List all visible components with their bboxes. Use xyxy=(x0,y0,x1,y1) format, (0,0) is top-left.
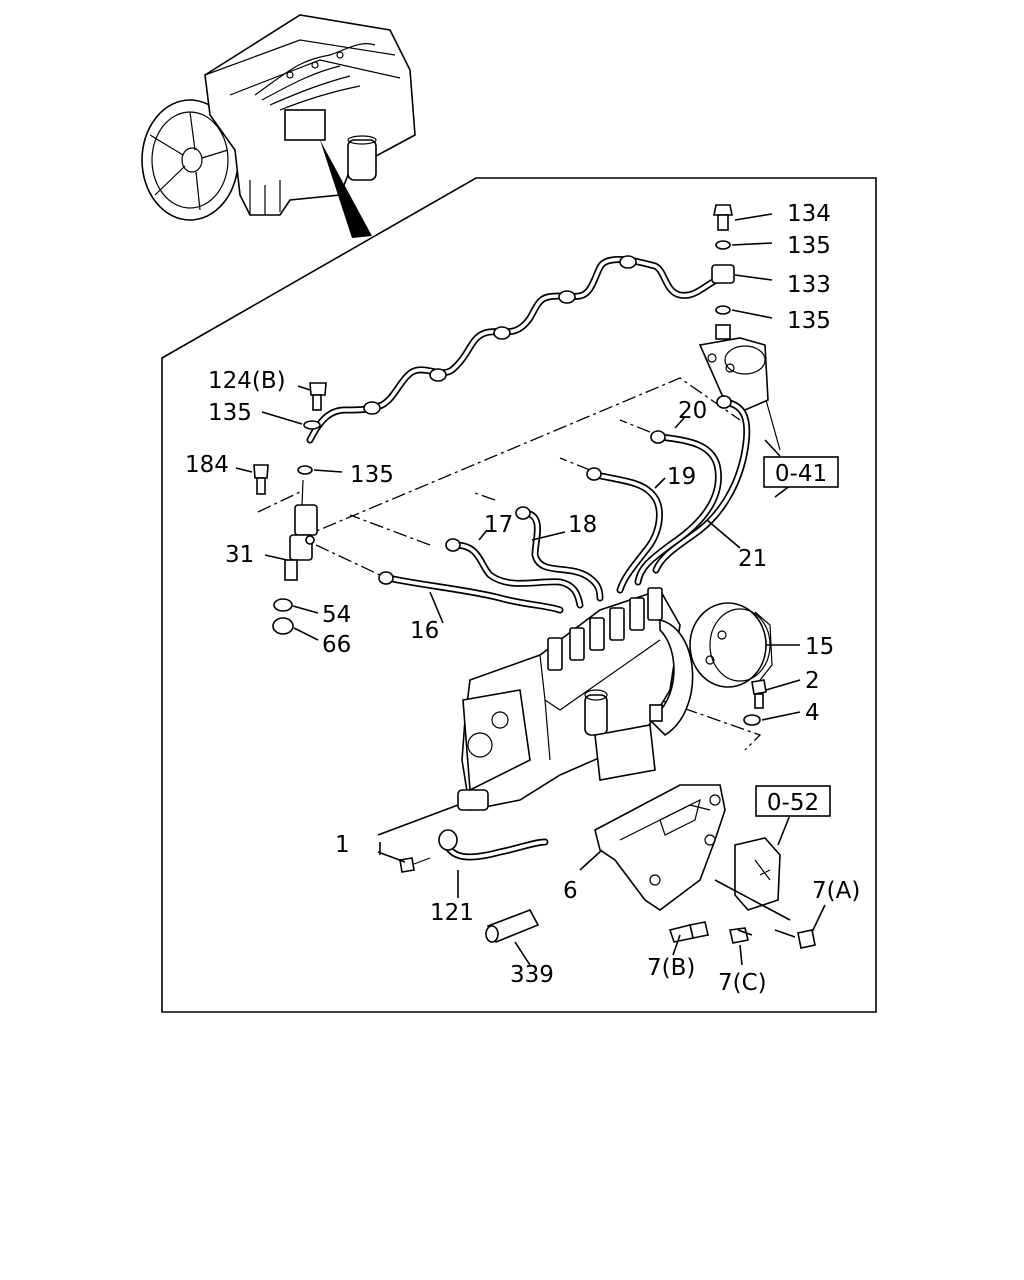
timer-coupling xyxy=(689,602,773,688)
leak-off-pipe xyxy=(306,255,735,444)
injection-pump xyxy=(457,587,694,811)
label-7-a: 7(A) xyxy=(812,878,860,904)
pump-bracket xyxy=(594,784,726,911)
ref-0-41-text: 0-41 xyxy=(775,461,827,487)
part-labels: 134 135 133 135 124(B) 135 184 135 20 19… xyxy=(185,201,860,996)
injection-pipes xyxy=(378,395,751,614)
label-21: 21 xyxy=(738,546,767,572)
label-7-b: 7(B) xyxy=(647,955,695,981)
label-135-c: 135 xyxy=(208,400,252,426)
rubber-hose xyxy=(485,909,540,944)
oil-pipe xyxy=(438,829,549,861)
label-134: 134 xyxy=(787,201,831,227)
label-133: 133 xyxy=(787,272,831,298)
label-17: 17 xyxy=(484,512,513,538)
label-2: 2 xyxy=(805,668,820,694)
label-7-c: 7(C) xyxy=(718,970,767,996)
leader-lines xyxy=(235,213,826,966)
label-31: 31 xyxy=(225,542,254,568)
label-20: 20 xyxy=(678,398,707,424)
label-1: 1 xyxy=(335,832,350,858)
label-339: 339 xyxy=(510,962,554,988)
detail-frame xyxy=(161,177,877,1013)
label-124-b: 124(B) xyxy=(208,368,286,394)
label-135-b: 135 xyxy=(787,308,831,334)
fuel-filter-head xyxy=(698,337,781,451)
ref-box-0-52: 0-52 xyxy=(755,785,831,817)
delivery-valves xyxy=(547,587,663,671)
ref-box-0-41: 0-41 xyxy=(763,456,839,488)
label-121: 121 xyxy=(430,900,474,926)
banjo-bolt-group xyxy=(713,204,733,340)
label-184: 184 xyxy=(185,452,229,478)
label-135-d: 135 xyxy=(350,462,394,488)
coupling-bolt xyxy=(743,679,767,726)
injector-assembly xyxy=(253,382,327,635)
label-4: 4 xyxy=(805,700,820,726)
ref-0-52-text: 0-52 xyxy=(767,790,819,816)
label-54: 54 xyxy=(322,602,351,628)
label-6: 6 xyxy=(563,878,578,904)
mounting-block xyxy=(734,837,781,911)
label-15: 15 xyxy=(805,634,834,660)
label-135-a: 135 xyxy=(787,233,831,259)
label-16: 16 xyxy=(410,618,439,644)
label-66: 66 xyxy=(322,632,351,658)
engine-overview-thumbnail xyxy=(141,14,416,238)
label-18: 18 xyxy=(568,512,597,538)
label-19: 19 xyxy=(667,464,696,490)
